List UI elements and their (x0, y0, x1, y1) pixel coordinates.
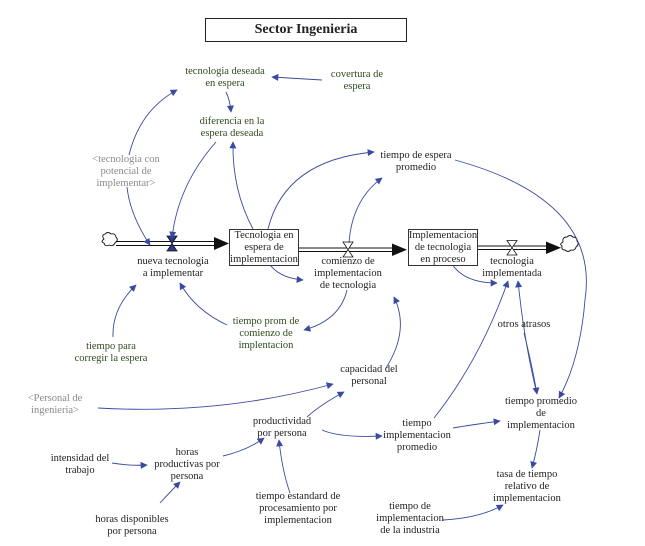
var-tiempo-industria[interactable]: tiempo de implementacion de la industria (376, 501, 444, 536)
var-horas-productivas[interactable]: horas productivas por persona (154, 447, 220, 482)
var-diferencia-espera[interactable]: diferencia en la espera deseada (199, 116, 265, 139)
link-potencial-to-tecnologia-deseada (128, 89, 178, 156)
link-comienzo-to-tiempo-espera (348, 177, 383, 244)
var-productividad[interactable]: productividad por persona (252, 416, 312, 439)
link-tiempo-impl-to-tiempo-promedio (452, 418, 501, 429)
link-tiempo-estandar-to-productividad (276, 439, 291, 494)
link-comienzo-to-tiempo-prom (303, 289, 348, 332)
valve-nueva-tecnologia-icon (166, 235, 178, 252)
var-intensidad-trabajo[interactable]: intensidad del trabajo (50, 453, 110, 476)
var-horas-disponibles[interactable]: horas disponibles por persona (95, 514, 169, 537)
link-horas-to-productividad (222, 437, 265, 457)
valve-comienzo-icon (342, 241, 354, 258)
link-productividad-to-tiempo-impl (321, 429, 383, 440)
var-personal-ingenieria[interactable]: <Personal de ingenieria> (27, 393, 83, 416)
link-tiempo-promedio-to-tasa (530, 429, 541, 469)
flow-nueva-tecnologia[interactable]: nueva tecnologia a implementar (137, 256, 209, 279)
link-productividad-to-capacidad (306, 391, 345, 418)
link-personal-to-capacidad (97, 382, 334, 410)
flow-pipe-comienzo (299, 243, 407, 256)
var-covertura-espera[interactable]: covertura de espera (330, 69, 384, 92)
var-tecnologia-potencial[interactable]: <tecnologia con potencial de implementar… (92, 154, 160, 189)
link-potencial-to-nueva-tecnologia (126, 186, 151, 246)
var-tiempo-promedio-impl[interactable]: tiempo promedio de implementacion (504, 396, 578, 431)
var-tiempo-estandar[interactable]: tiempo estandard de procesamiento por im… (255, 491, 341, 526)
link-otros-atrasos-to-tiempo-promedio (523, 332, 540, 395)
var-capacidad-personal[interactable]: capacidad del personal (340, 364, 398, 387)
var-tiempo-impl-promedio[interactable]: tiempo implementacion promedio (383, 418, 451, 453)
link-stock-espera-to-tiempo-espera (267, 149, 375, 230)
link-tiempo-impl-to-implementada (433, 280, 510, 419)
var-tecnologia-deseada[interactable]: tecnologia deseada en espera (185, 66, 265, 89)
link-diferencia-to-nueva-tecnologia (169, 141, 217, 239)
link-stock-espera-to-diferencia (229, 141, 254, 230)
link-capacidad-to-comienzo (385, 296, 401, 369)
link-implementacion-proceso-to-implementada (451, 263, 498, 287)
link-tiempo-espera-to-tiempo-promedio (454, 159, 587, 399)
flow-pipe-tecnologia-implementada (478, 241, 561, 254)
link-tiempo-corregir-to-nueva-tecnologia (112, 284, 137, 338)
valve-tecnologia-implementada-icon (506, 240, 518, 256)
source-cloud-icon (101, 232, 118, 247)
var-tiempo-corregir[interactable]: tiempo para corregir la espera (74, 341, 148, 364)
stock-implementacion-en-proceso[interactable]: Implementacion de tecnologia en proceso (408, 229, 478, 266)
flow-comienzo-implementacion[interactable]: comienzo de implementacion de tecnologia (314, 256, 382, 291)
link-tiempo-industria-to-tasa (442, 504, 504, 521)
link-tiempo-prom-to-nueva-tecnologia (179, 282, 228, 326)
var-tiempo-prom-comienzo[interactable]: tiempo prom de comienzo de implentacion (232, 316, 300, 351)
link-covertura-to-tecnologia-deseada (271, 73, 323, 81)
sink-cloud-icon (560, 235, 579, 252)
link-intensidad-to-horas (111, 461, 148, 469)
diagram-title: Sector Ingenieria (205, 18, 407, 42)
flow-pipe-nueva-tecnologia (116, 237, 229, 250)
link-tecnologia-deseada-to-diferencia (225, 91, 234, 113)
flow-tecnologia-implementada[interactable]: tecnologia implementada (482, 256, 542, 279)
var-tiempo-espera-promedio[interactable]: tiempo de espera promedio (380, 150, 452, 173)
stock-tecnologia-en-espera[interactable]: Tecnologia en espera de implementacion (229, 229, 299, 266)
var-otros-atrasos[interactable]: otros atrasos (497, 319, 551, 330)
link-horas-disponibles-to-horas (159, 481, 181, 504)
var-tasa-tiempo-relativo[interactable]: tasa de tiempo relativo de implementacio… (493, 469, 561, 504)
